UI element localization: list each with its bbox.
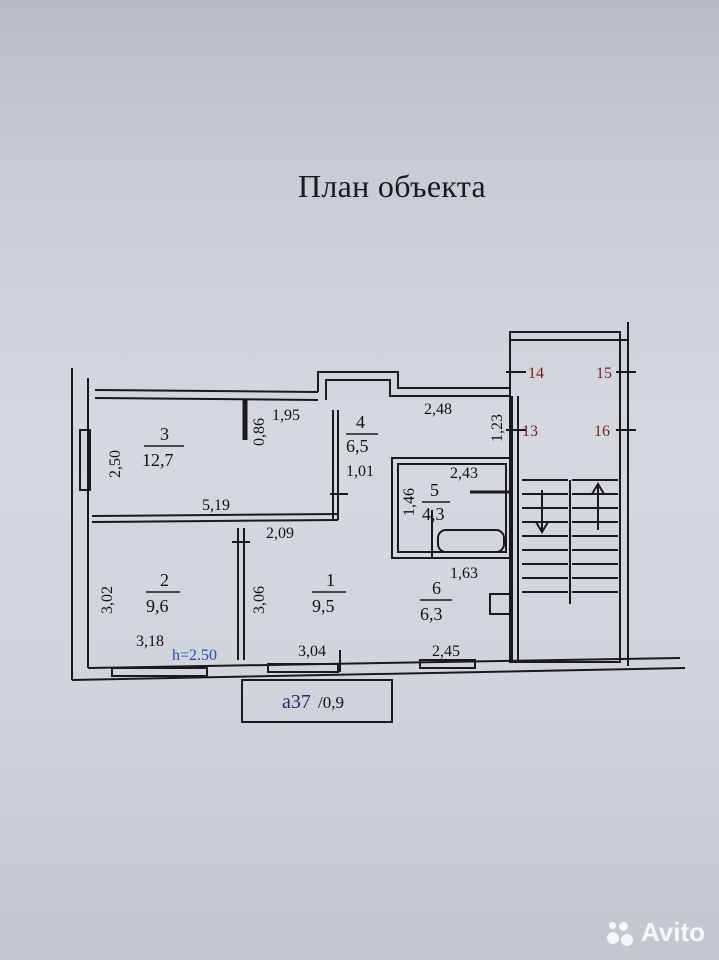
wall-bottom-outer (71, 667, 686, 681)
dim-3-18: 3,18 (136, 633, 164, 650)
dim-2-09: 2,09 (266, 525, 294, 542)
wall-room3-bottom (91, 513, 339, 517)
stair-number-14: 14 (528, 365, 544, 382)
avito-watermark: Avito (605, 917, 705, 948)
dim-0-86: 0,86 (251, 418, 268, 446)
window-marks (79, 429, 476, 677)
balcony-label-main: а37 (282, 691, 311, 713)
dim-5-19: 5,19 (202, 497, 230, 514)
dim-2-50-left: 2,50 (107, 450, 124, 478)
door-ticks (232, 371, 636, 672)
dim-2-43: 2,43 (450, 465, 478, 482)
dim-1-01: 1,01 (346, 463, 374, 480)
wall-top-room3-inner (94, 397, 319, 401)
wall-top-jog (317, 371, 510, 392)
wall-room3-bottom-inner (91, 519, 339, 523)
stair-steps (522, 479, 618, 604)
room-3-number: 3 (160, 424, 169, 444)
room-2-number: 2 (160, 570, 169, 590)
wall-top-jog-inner (325, 379, 510, 400)
dim-1-63: 1,63 (450, 565, 478, 582)
page-title: План объекта (298, 168, 486, 204)
bathtub (437, 529, 505, 553)
avito-watermark-text: Avito (640, 917, 705, 947)
room-3-area: 12,7 (142, 450, 174, 470)
dim-2-48: 2,48 (424, 401, 452, 418)
balcony (241, 679, 393, 723)
stair-number-13: 13 (522, 423, 538, 440)
wall-bottom-inner (87, 657, 681, 669)
dim-2-45: 2,45 (432, 643, 460, 660)
stair-number-15: 15 (596, 365, 612, 382)
dim-1-23: 1,23 (489, 414, 506, 442)
room-6-number: 6 (432, 578, 441, 598)
wall-top-room3 (94, 389, 319, 393)
dim-3-04: 3,04 (298, 643, 326, 660)
avito-logo-icon (605, 918, 635, 948)
dim-3-02: 3,02 (99, 586, 116, 614)
room-1-area: 9,5 (312, 596, 335, 616)
room-4-area: 6,5 (346, 436, 369, 456)
stair-number-16: 16 (594, 423, 610, 440)
dim-3-06: 3,06 (251, 586, 268, 614)
room-5-number: 5 (430, 480, 439, 500)
room-2-area: 9,6 (146, 596, 169, 616)
room-5-area: 4,3 (422, 504, 445, 524)
balcony-label-suffix: /0,9 (318, 693, 344, 712)
room-6-area: 6,3 (420, 604, 443, 624)
room-4-number: 4 (356, 412, 365, 432)
stove (489, 593, 513, 615)
dim-1-46: 1,46 (401, 488, 418, 516)
dim-1-95: 1,95 (272, 407, 300, 424)
ceiling-height: h=2.50 (172, 647, 217, 664)
stairwell-outline (509, 331, 621, 663)
room-1-number: 1 (326, 570, 335, 590)
